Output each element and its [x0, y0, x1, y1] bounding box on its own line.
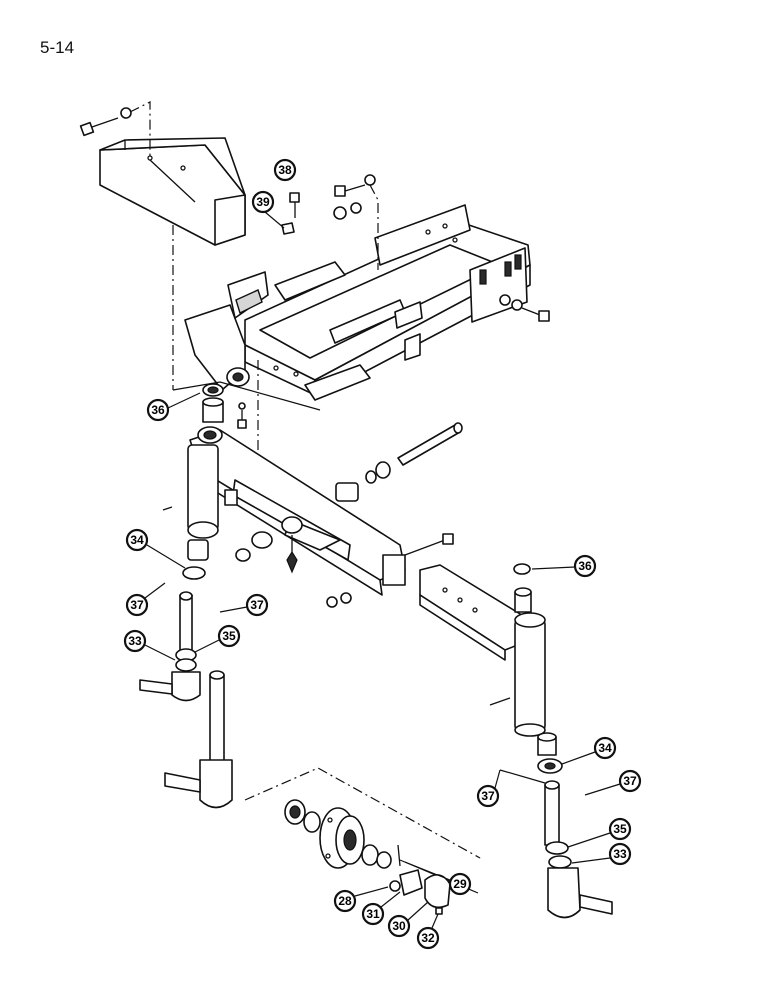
- bracket-guide-line: [129, 101, 151, 160]
- main-frame: [184, 204, 531, 401]
- svg-text:33: 33: [128, 634, 142, 648]
- pivot-pin-assembly: [187, 422, 463, 562]
- callout-39: 39: [251, 190, 275, 214]
- svg-text:39: 39: [256, 195, 270, 209]
- axle-bolts: [162, 506, 454, 608]
- hub-guide-line: [244, 767, 481, 859]
- frame-bolts: [237, 174, 550, 429]
- callout-36-right: 36: [573, 554, 597, 578]
- callout-37-left-a: 37: [125, 593, 149, 617]
- callout-37-left-b: 37: [245, 593, 269, 617]
- callout-29: 29: [448, 872, 472, 896]
- svg-text:33: 33: [613, 847, 627, 861]
- svg-text:32: 32: [421, 931, 435, 945]
- svg-text:34: 34: [598, 741, 612, 755]
- callout-35-left: 35: [217, 624, 241, 648]
- callout-36-top: 36: [146, 398, 170, 422]
- svg-text:37: 37: [623, 774, 637, 788]
- right-washer: [513, 563, 531, 575]
- callout-37-right-b: 37: [618, 769, 642, 793]
- svg-text:38: 38: [278, 163, 292, 177]
- callout-30: 30: [387, 914, 411, 938]
- svg-text:35: 35: [222, 629, 236, 643]
- callout-34-left: 34: [125, 528, 149, 552]
- wheel-hub: [284, 799, 392, 869]
- frame-guide-line: [369, 184, 379, 270]
- right-bushing: [514, 587, 532, 613]
- svg-text:28: 28: [338, 894, 352, 908]
- hub-cap-parts: [389, 844, 451, 915]
- svg-text:36: 36: [151, 403, 165, 417]
- callout-38: 38: [273, 158, 297, 182]
- callout-35-right: 35: [608, 817, 632, 841]
- callout-37-right-a: 37: [476, 784, 500, 808]
- right-axle-extension: [419, 564, 546, 737]
- page-number: 5-14: [40, 38, 75, 57]
- svg-text:36: 36: [578, 559, 592, 573]
- weight-bracket: [99, 137, 246, 246]
- frame-to-axle-line: [172, 381, 321, 411]
- svg-text:37: 37: [130, 598, 144, 612]
- svg-text:31: 31: [366, 907, 380, 921]
- svg-text:30: 30: [392, 919, 406, 933]
- left-spindle: [139, 566, 233, 809]
- svg-text:37: 37: [481, 789, 495, 803]
- svg-text:35: 35: [613, 822, 627, 836]
- bracket-bolt: [79, 117, 119, 137]
- callout-34-right: 34: [593, 736, 617, 760]
- right-spindle: [544, 780, 613, 919]
- callout-28: 28: [333, 889, 357, 913]
- svg-text:37: 37: [250, 598, 264, 612]
- bracket-washer: [120, 107, 132, 119]
- callout-31: 31: [361, 902, 385, 926]
- callout-32: 32: [416, 926, 440, 950]
- callout-33-right: 33: [608, 842, 632, 866]
- front-axle-beam: [187, 426, 406, 596]
- right-lower-bushing: [537, 732, 563, 774]
- svg-text:29: 29: [453, 877, 467, 891]
- callout-33-left: 33: [123, 629, 147, 653]
- svg-text:34: 34: [130, 533, 144, 547]
